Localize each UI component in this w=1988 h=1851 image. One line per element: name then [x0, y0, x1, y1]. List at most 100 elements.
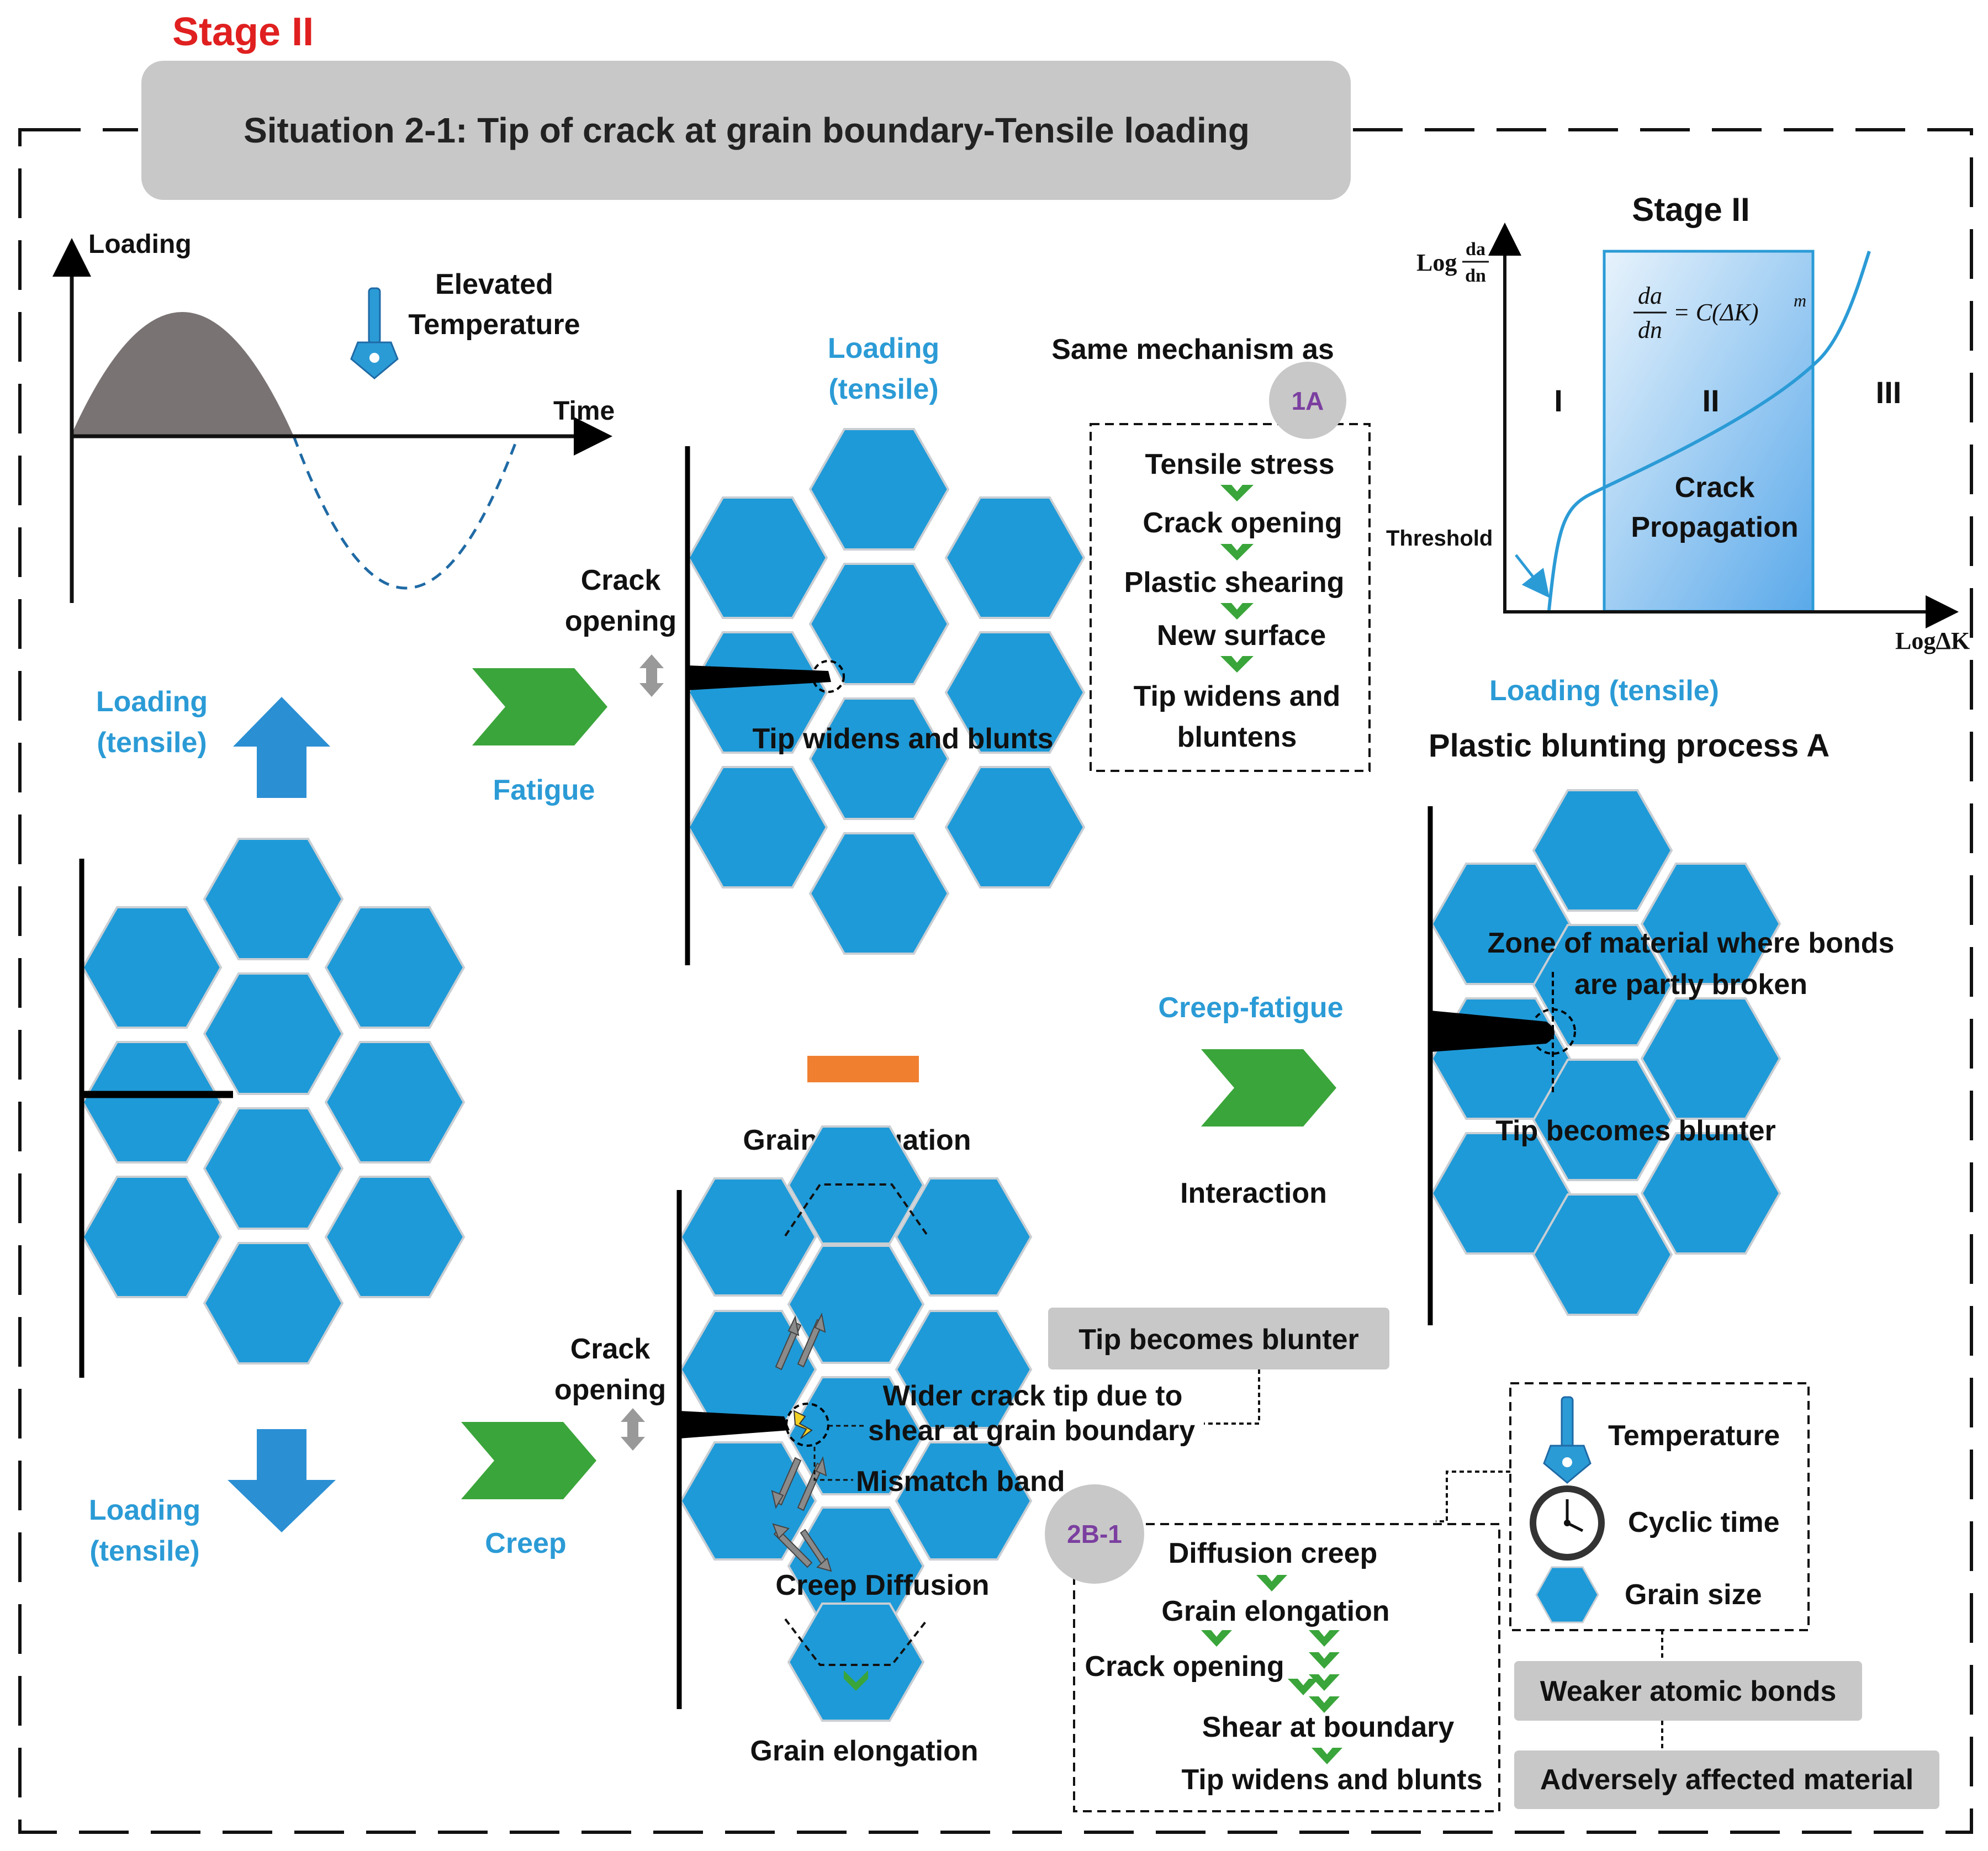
wider-tip-line1: Wider crack tip due to: [883, 1380, 1183, 1412]
chevron-down-icon: [1220, 485, 1254, 501]
wider-tip-line2: shear at grain boundary: [868, 1415, 1195, 1447]
badge-2b1-label: 2B-1: [1067, 1520, 1122, 1548]
mismatch-band: Mismatch band: [856, 1466, 1065, 1498]
chart-y-num: da: [1466, 239, 1485, 260]
fatigue-loading-line1: Loading: [828, 332, 939, 364]
grain-size-icon: [1535, 1566, 1599, 1623]
tip-blunter-box: [1048, 1308, 1389, 1369]
threshold-arrow: [1515, 554, 1550, 598]
grain-elongation-bottom: Grain elongation: [750, 1735, 978, 1767]
interaction-group: Creep-fatigue Interaction: [1158, 992, 1343, 1209]
creep-fatigue-label: Creep-fatigue: [1158, 992, 1343, 1024]
blunting-tip-blunter: Tip becomes blunter: [1495, 1115, 1776, 1147]
bottom-loading-line1: Loading: [89, 1494, 200, 1526]
initial-grain-cluster: [79, 838, 465, 1378]
mismatch-leader: [813, 1447, 853, 1481]
temperature-label-line1: Elevated: [435, 268, 553, 300]
fatigue-tip-caption: Tip widens and blunts: [752, 723, 1053, 755]
factor-adversely-affected: Adversely affected material: [1540, 1764, 1913, 1796]
creep-crack: [679, 1411, 790, 1439]
creep-label: Creep: [485, 1527, 566, 1559]
top-loading-line1: Loading: [96, 686, 208, 718]
load-negative-half-cycle: [292, 436, 520, 590]
chart-title: Stage II: [1632, 191, 1749, 228]
y-axis-label: Loading: [88, 230, 192, 259]
creep-chevron-icon: [461, 1422, 596, 1499]
load-positive-half-cycle: [71, 312, 294, 436]
step-tip-widens-line1: Tip widens and: [1134, 680, 1341, 712]
chevron-down-icon: [1201, 1630, 1232, 1647]
region-i-label: I: [1554, 383, 1563, 418]
chevron-down-icon: [1312, 1748, 1342, 1764]
step-crack-opening-creep: Crack opening: [1085, 1651, 1284, 1683]
badge-1a-label: 1A: [1292, 387, 1324, 415]
step-diffusion-creep: Diffusion creep: [1169, 1537, 1378, 1569]
thermometer-icon: [1543, 1396, 1592, 1484]
chevron-down-icon: [1220, 603, 1254, 620]
blunting-process: Loading (tensile) Plastic blunting proce…: [1427, 675, 1895, 1325]
creep-crack-opening-line1: Crack: [570, 1333, 651, 1365]
double-arrow-icon: [639, 654, 664, 697]
equation-num: da: [1638, 282, 1662, 309]
region-label-line2: Propagation: [1631, 511, 1798, 543]
weaker-bonds-box: [1514, 1661, 1862, 1721]
chart-y-den: dn: [1465, 266, 1486, 286]
step-shear-at-boundary: Shear at boundary: [1202, 1711, 1455, 1743]
tip-blunter-leader: [1204, 1369, 1260, 1425]
loading-time-graph: Loading Time Elevated Temperature: [52, 230, 615, 603]
blunting-loading: Loading (tensile): [1489, 675, 1719, 707]
zone-line1: Zone of material where bonds: [1488, 927, 1895, 959]
same-mechanism-box: Same mechanism as 1A Tensile stress Crac…: [1051, 334, 1371, 772]
factor-weaker-bonds: Weaker atomic bonds: [1540, 1675, 1837, 1707]
step-plastic-shearing: Plastic shearing: [1124, 567, 1345, 599]
threshold-label: Threshold: [1386, 526, 1493, 551]
elongation-outline-bottom: [784, 1618, 929, 1666]
region-ii-label: II: [1702, 383, 1719, 418]
top-loading-line2: (tensile): [97, 727, 207, 759]
chart-x-label: LogΔK: [1895, 627, 1970, 654]
step-tip-widens-blunts: Tip widens and blunts: [1181, 1764, 1482, 1796]
chart-y-prefix: Log: [1416, 249, 1457, 276]
zone-line2: are partly broken: [1574, 969, 1807, 1001]
step-tensile-stress: Tensile stress: [1145, 448, 1334, 480]
fatigue-tip-circle: [812, 660, 845, 693]
elongation-down-icon: [844, 1670, 868, 1691]
creep-diffusion: Creep Diffusion: [775, 1569, 989, 1601]
badge-1a: [1269, 362, 1346, 439]
stage-title: Stage II: [172, 10, 314, 54]
step-tip-widens-line2: bluntens: [1177, 721, 1297, 753]
chevron-down-icon: [1220, 656, 1254, 673]
fatigue-crack-opening-line1: Crack: [581, 564, 661, 596]
factor-grain-size: Grain size: [1625, 1579, 1762, 1611]
creep-mechanism-box: 2B-1 Diffusion creep Grain elongation Cr…: [1045, 1484, 1500, 1812]
interaction-chevron-icon: [1201, 1049, 1336, 1127]
tip-blunter-box-label: Tip becomes blunter: [1078, 1324, 1359, 1356]
region-ii-box: [1603, 250, 1815, 613]
step-new-surface: New surface: [1157, 620, 1326, 652]
chevron-down-icon: [1220, 544, 1254, 560]
shear-spark-icon: [793, 1410, 813, 1439]
fatigue-crack: [688, 665, 831, 690]
step-crack-opening: Crack opening: [1143, 507, 1342, 539]
factor-temperature: Temperature: [1608, 1420, 1780, 1452]
blunted-crack: [1430, 1011, 1555, 1052]
stage2-chart: Stage II Log da dn LogΔK da dn = C(ΔK) m…: [1386, 191, 1970, 654]
x-axis-label: Time: [553, 396, 615, 426]
double-arrow-icon: [621, 1408, 645, 1451]
situation-header: Situation 2-1: Tip of crack at grain bou…: [141, 61, 1351, 200]
step-grain-elongation: Grain elongation: [1161, 1595, 1389, 1627]
fatigue-crack-opening-line2: opening: [565, 605, 676, 637]
equation-den: dn: [1638, 316, 1662, 343]
fatigue-path: Fatigue Loading (tensile) Crack opening …: [472, 332, 1085, 965]
interaction-label: Interaction: [1180, 1177, 1327, 1209]
temperature-label-line2: Temperature: [408, 309, 580, 341]
fatigue-chevron-icon: [472, 668, 607, 745]
badge-2b1: [1045, 1484, 1144, 1584]
same-mechanism-heading: Same mechanism as: [1051, 334, 1334, 366]
left-loading: Loading (tensile) Loading (tensile): [89, 686, 336, 1567]
factors-box: Temperature Cyclic time Grain size Weake…: [1436, 1382, 1939, 1809]
thermometer-icon: [350, 287, 399, 379]
down-arrow-icon: [228, 1429, 336, 1532]
chevron-down-icon: [1256, 1575, 1287, 1591]
